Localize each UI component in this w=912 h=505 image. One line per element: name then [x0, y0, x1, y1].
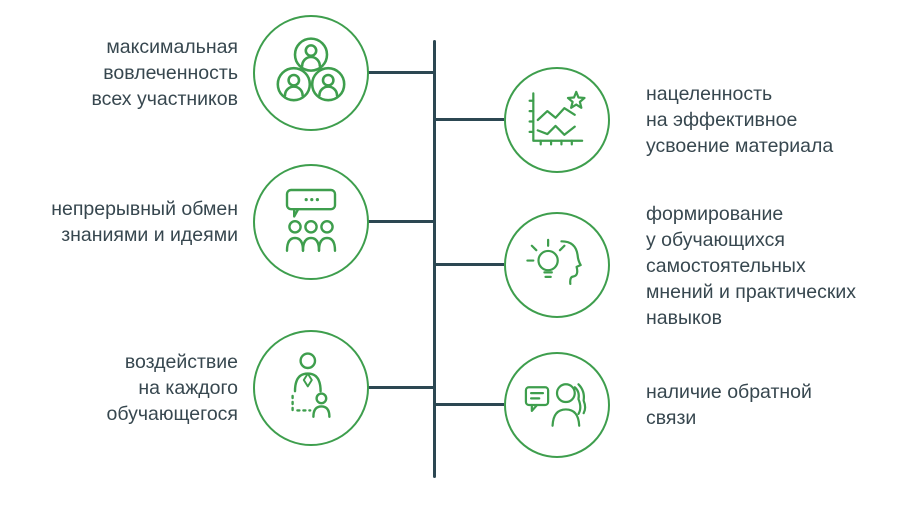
connector-line	[368, 220, 434, 223]
left-item-label-impact: воздействие на каждого обучающегося	[106, 351, 238, 425]
right-item-label-feedback: наличие обратной связи	[646, 381, 812, 429]
right-item-circle	[504, 67, 610, 173]
connector-line	[436, 263, 504, 266]
right-item-label-opinions: формирование у обучающихся самостоятельн…	[646, 203, 857, 329]
connector-line	[368, 386, 434, 389]
connector-line	[368, 71, 434, 74]
feedback-icon	[520, 368, 594, 442]
center-spine-line	[433, 40, 436, 478]
team-group-icon	[271, 33, 351, 113]
idea-head-icon	[520, 228, 594, 302]
left-item-circle	[253, 15, 369, 131]
left-item-circle	[253, 164, 369, 280]
mentorship-icon	[271, 348, 351, 428]
left-item-label-engagement: максимальная вовлеченность всех участник…	[91, 36, 238, 110]
connector-line	[436, 403, 504, 406]
right-item-label-effectiveness: нацеленность на эффективное усвоение мат…	[646, 83, 834, 157]
connector-line	[436, 118, 504, 121]
left-item-label-exchange: непрерывный обмен знаниями и идеями	[51, 198, 238, 246]
left-item-circle	[253, 330, 369, 446]
chart-star-icon	[520, 83, 594, 157]
right-item-circle	[504, 352, 610, 458]
right-item-circle	[504, 212, 610, 318]
discussion-icon	[271, 182, 351, 262]
